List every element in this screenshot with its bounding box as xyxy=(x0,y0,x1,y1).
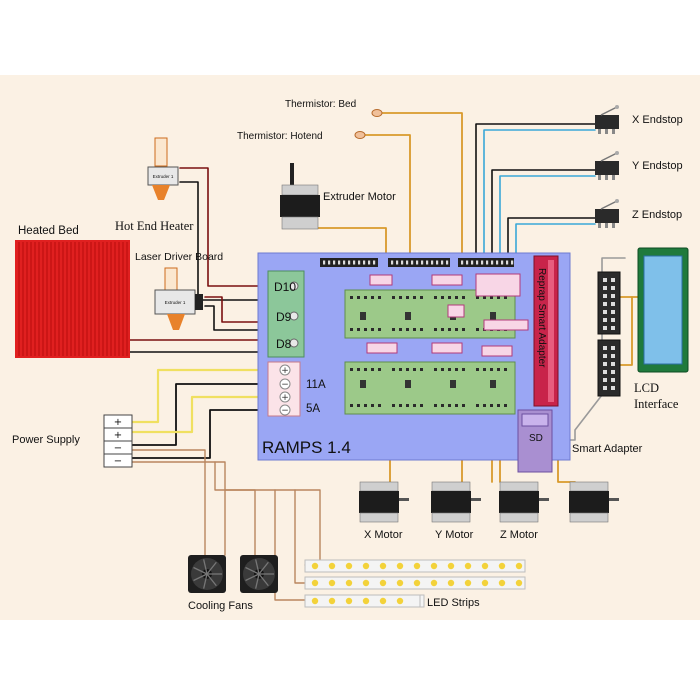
endstops xyxy=(595,105,619,228)
x-endstop-label: X Endstop xyxy=(632,114,683,126)
hotend-wire-black xyxy=(179,181,291,301)
smart-adapter-label: Smart Adapter xyxy=(572,443,643,455)
power-supply-terminal-symbol: − xyxy=(114,443,122,454)
lcd-wire-orange-2 xyxy=(619,296,633,366)
psu-wire-brown-leds-1 xyxy=(224,489,306,601)
ramps-board: D10 D9 D8 + − + − 11A 5A Reprap Smart Adapt… xyxy=(257,252,571,473)
hotend-wire-red xyxy=(179,167,291,287)
power-supply-label: Power Supply xyxy=(12,434,80,446)
hot-end-heater-label: Hot End Heater xyxy=(115,219,194,233)
z-endstop-label: Z Endstop xyxy=(632,209,682,221)
y-endstop-wire-cyan xyxy=(499,175,596,273)
psu-wire-yellow-1 xyxy=(130,368,282,424)
cooling-fans-label: Cooling Fans xyxy=(188,600,253,612)
laser-extruder-tag: Extruder 1 xyxy=(165,300,186,305)
power-supply: + + − − xyxy=(103,414,133,468)
power-terminal-symbol: + xyxy=(281,366,289,376)
connector-y-motor xyxy=(431,342,463,354)
heated-bed xyxy=(15,240,130,358)
extruder-motor xyxy=(280,163,320,230)
laser-driver-board: Extruder 1 xyxy=(154,267,203,330)
terminal-11a-label: 11A xyxy=(306,379,326,391)
x-motor-label: X Motor xyxy=(364,529,403,541)
lcd-interface-label-line2: Interface xyxy=(634,397,679,411)
laser-wire-red xyxy=(204,296,291,323)
y-motor-label: Y Motor xyxy=(435,529,474,541)
terminal-d9-label: D9 xyxy=(276,310,292,324)
thermistor-bed-bead xyxy=(371,109,383,117)
cooling-fans xyxy=(188,555,278,593)
connector-mid-b xyxy=(483,319,529,331)
power-terminal-symbol: + xyxy=(281,393,289,403)
hot-end-heater: Extruder 1 xyxy=(147,137,179,200)
power-terminal-symbol: − xyxy=(281,406,289,416)
psu-wire-black-1 xyxy=(131,383,281,446)
connector-endstops xyxy=(475,273,521,297)
x-endstop-wire-cyan xyxy=(483,129,596,273)
power-terminal-screw xyxy=(279,378,291,390)
thermistor-bed-wire xyxy=(381,112,463,274)
stepper-motors xyxy=(359,481,619,523)
connector-z-motor xyxy=(481,345,513,357)
laser-driver-board-label: Laser Driver Board xyxy=(135,251,223,263)
lcd-header-exp2 xyxy=(597,339,621,397)
terminal-5a-label: 5A xyxy=(306,403,320,415)
laser-wire-black xyxy=(204,305,291,331)
lcd-header-exp1 xyxy=(597,271,621,335)
thermistor-hotend-label: Thermistor: Hotend xyxy=(237,131,323,142)
driver-row-bottom xyxy=(344,361,516,415)
ramps-title: RAMPS 1.4 xyxy=(262,438,351,457)
terminal-d10-label: D10 xyxy=(274,280,296,294)
led-strips-label: LED Strips xyxy=(427,597,480,609)
lcd-display xyxy=(637,247,689,373)
connector-mid-a xyxy=(447,304,465,318)
terminal-d8-label: D8 xyxy=(276,337,292,351)
power-terminal-screw xyxy=(279,391,291,403)
power-terminal-screw xyxy=(279,404,291,416)
y-endstop-label: Y Endstop xyxy=(632,160,683,172)
psu-wire-yellow-2 xyxy=(130,395,282,434)
thermistor-bed-label: Thermistor: Bed xyxy=(285,99,356,110)
led-strips xyxy=(304,559,526,608)
power-supply-terminal-symbol: − xyxy=(114,456,122,467)
z-motor-label: Z Motor xyxy=(500,529,538,541)
psu-wire-black-2 xyxy=(131,409,281,459)
psu-wire-brown-leds-2 xyxy=(274,489,306,584)
connector-top-b xyxy=(431,274,463,286)
power-terminal-symbol: − xyxy=(281,380,289,390)
reprap-smart-adapter-label: Reprap Smart Adapter xyxy=(536,268,547,368)
heated-bed-label: Heated Bed xyxy=(18,225,79,237)
hotend-extruder-tag: Extruder 1 xyxy=(153,174,174,179)
extruder-motor-label: Extruder Motor xyxy=(323,191,396,203)
lcd-connectors xyxy=(597,271,621,397)
x-endstop-wire-black xyxy=(475,123,596,273)
thermistor-hotend-bead xyxy=(354,131,366,139)
y-endstop-wire-black xyxy=(491,169,596,273)
psu-wire-brown-fans-2 xyxy=(131,461,226,556)
power-supply-terminal-symbol: + xyxy=(114,430,122,441)
sd-label: SD xyxy=(529,433,543,444)
connector-top-a xyxy=(369,274,393,286)
power-terminal-screw xyxy=(279,364,291,376)
lcd-interface-label-line1: LCD xyxy=(634,381,659,395)
driver-row-top xyxy=(344,289,516,339)
power-supply-terminal-symbol: + xyxy=(114,417,122,428)
psu-wire-brown-fans-1 xyxy=(131,449,206,556)
connector-x-motor xyxy=(366,342,398,354)
